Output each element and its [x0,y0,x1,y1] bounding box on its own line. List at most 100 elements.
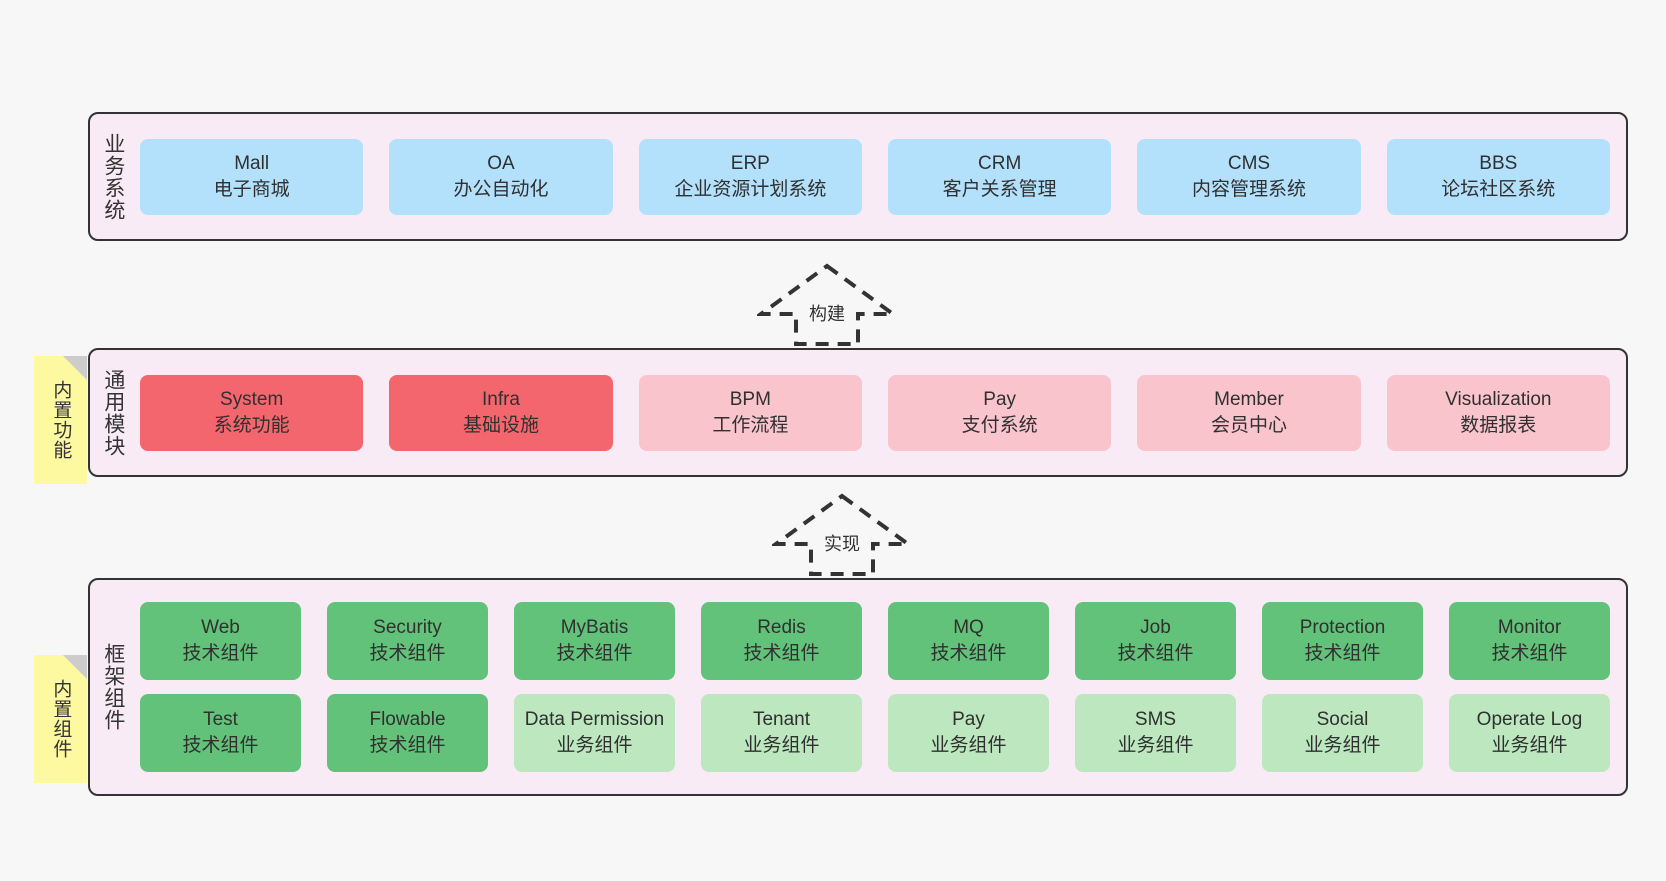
page-fold-icon [63,655,87,679]
node-web[interactable]: Web 技术组件 [140,602,301,680]
node-mall[interactable]: Mall 电子商城 [140,138,364,215]
node-label-en: CRM [978,152,1022,174]
node-pay-business[interactable]: Pay 业务组件 [888,694,1049,772]
node-label-en: SMS [1134,709,1177,731]
arrow-label-build: 构建 [809,304,845,324]
node-erp[interactable]: ERP 企业资源计划系统 [638,138,862,215]
node-operate-log[interactable]: Operate Log 业务组件 [1449,694,1610,772]
node-label-en: MQ [953,617,984,639]
node-bbs[interactable]: BBS 论坛社区系统 [1386,138,1610,215]
arrow-label-implement: 实现 [824,534,860,554]
node-row: Test 技术组件 Flowable 技术组件 Data Permission … [140,694,1610,772]
node-label-cn: 技术组件 [1117,643,1194,664]
node-label-en: Visualization [1445,388,1552,410]
node-label-cn: 内容管理系统 [1191,178,1306,200]
layer-title-business-system: 业务系统 [101,132,125,221]
layer-body-common-module: System 系统功能 Infra 基础设施 BPM 工作流程 Pay 支付系统… [136,350,1626,475]
node-label-cn: 技术组件 [369,643,446,664]
node-label-cn: 工作流程 [712,414,789,436]
node-protection[interactable]: Protection 技术组件 [1262,602,1423,680]
sticky-note-label: 内置功能 [50,380,72,460]
node-label-en: Tenant [752,709,811,731]
node-label-cn: 业务组件 [1491,735,1568,756]
node-label-cn: 业务组件 [1304,735,1381,756]
node-label-en: System [219,388,284,410]
node-label-cn: 技术组件 [369,735,446,756]
node-label-cn: 技术组件 [1304,643,1381,664]
node-label-cn: 业务组件 [1117,735,1194,756]
node-flowable[interactable]: Flowable 技术组件 [327,694,488,772]
node-label-en: Social [1316,709,1369,731]
node-mq[interactable]: MQ 技术组件 [888,602,1049,680]
arrow-build: 构建 [757,262,897,348]
node-label-cn: 会员中心 [1210,414,1287,436]
node-crm[interactable]: CRM 客户关系管理 [887,138,1112,215]
node-row: Mall 电子商城 OA 办公自动化 ERP 企业资源计划系统 CRM 客户关系… [140,138,1610,215]
node-mybatis[interactable]: MyBatis 技术组件 [514,602,675,680]
node-label-en: Security [373,617,442,639]
node-label-en: Pay [983,388,1017,410]
node-label-en: ERP [730,152,770,174]
node-label-cn: 电子商城 [213,178,290,200]
node-label-cn: 技术组件 [743,643,820,664]
sticky-note-builtin-function[interactable]: 内置功能 [34,356,87,484]
layer-title-common-module: 通用模块 [101,368,125,457]
node-label-cn: 支付系统 [961,414,1038,436]
node-label-cn: 数据报表 [1460,414,1537,436]
node-label-en: Flowable [369,709,446,731]
node-label-cn: 技术组件 [556,643,633,664]
node-label-cn: 系统功能 [213,414,290,436]
node-label-en: Infra [481,388,520,410]
node-label-cn: 业务组件 [930,735,1007,756]
sticky-note-builtin-component[interactable]: 内置组件 [34,655,87,783]
node-label-cn: 客户关系管理 [942,178,1057,200]
node-label-cn: 基础设施 [462,414,539,436]
layer-business-system[interactable]: 业务系统 Mall 电子商城 OA 办公自动化 ERP 企业资源计划系统 CRM… [88,112,1628,241]
node-social[interactable]: Social 业务组件 [1262,694,1423,772]
layer-common-module[interactable]: 通用模块 System 系统功能 Infra 基础设施 BPM 工作流程 Pay… [88,348,1628,477]
node-label-en: Web [201,617,240,639]
node-label-cn: 技术组件 [1491,643,1568,664]
node-label-en: Redis [757,617,806,639]
node-label-cn: 业务组件 [743,735,820,756]
node-label-cn: 办公自动化 [453,178,549,200]
node-label-cn: 技术组件 [182,735,259,756]
node-pay[interactable]: Pay 支付系统 [887,374,1112,451]
layer-body-business-system: Mall 电子商城 OA 办公自动化 ERP 企业资源计划系统 CRM 客户关系… [136,114,1626,239]
node-data-permission[interactable]: Data Permission 业务组件 [514,694,675,772]
node-member[interactable]: Member 会员中心 [1137,374,1361,451]
node-tenant[interactable]: Tenant 业务组件 [701,694,862,772]
node-oa[interactable]: OA 办公自动化 [389,138,613,215]
node-system[interactable]: System 系统功能 [140,374,364,451]
layer-framework-component[interactable]: 框架组件 Web 技术组件 Security 技术组件 MyBatis 技术组件… [88,578,1628,796]
node-label-en: BPM [729,388,771,410]
node-label-cn: 业务组件 [556,735,633,756]
node-label-en: Data Permission [524,709,665,731]
node-label-en: Mall [234,152,270,174]
node-label-en: Pay [952,709,985,731]
node-label-cn: 企业资源计划系统 [674,178,827,200]
node-label-en: Monitor [1497,617,1562,639]
page-fold-icon [63,356,87,380]
node-monitor[interactable]: Monitor 技术组件 [1449,602,1610,680]
node-label-en: MyBatis [560,617,629,639]
node-test[interactable]: Test 技术组件 [140,694,301,772]
node-sms[interactable]: SMS 业务组件 [1075,694,1236,772]
node-infra[interactable]: Infra 基础设施 [389,374,613,451]
node-label-en: Operate Log [1476,709,1583,731]
node-security[interactable]: Security 技术组件 [327,602,488,680]
node-job[interactable]: Job 技术组件 [1075,602,1236,680]
layer-title-framework-component: 框架组件 [101,643,125,731]
layer-body-framework-component: Web 技术组件 Security 技术组件 MyBatis 技术组件 Redi… [136,580,1626,794]
node-redis[interactable]: Redis 技术组件 [701,602,862,680]
node-label-cn: 论坛社区系统 [1441,178,1556,200]
node-row: System 系统功能 Infra 基础设施 BPM 工作流程 Pay 支付系统… [140,374,1610,451]
node-label-cn: 技术组件 [182,643,259,664]
node-row: Web 技术组件 Security 技术组件 MyBatis 技术组件 Redi… [140,602,1610,680]
node-cms[interactable]: CMS 内容管理系统 [1137,138,1361,215]
node-label-en: OA [487,152,515,174]
node-visualization[interactable]: Visualization 数据报表 [1386,374,1610,451]
node-label-cn: 技术组件 [930,643,1007,664]
node-bpm[interactable]: BPM 工作流程 [638,374,862,451]
